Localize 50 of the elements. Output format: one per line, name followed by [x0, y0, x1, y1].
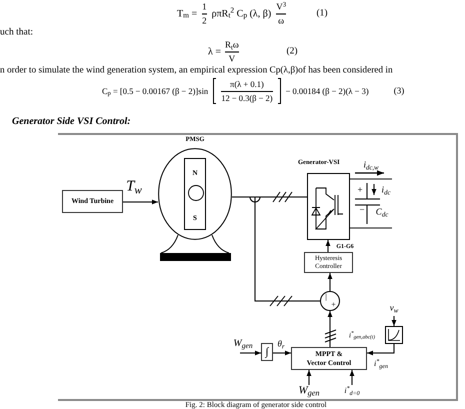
arrow	[240, 350, 262, 356]
edge-label: θ$_{r}$	[277, 340, 285, 348]
connector-line	[232, 196, 320, 302]
sign-label: +	[331, 300, 336, 308]
equation-term: V$^{3}$	[276, 2, 286, 12]
equation-term: V	[228, 54, 236, 64]
arrow	[366, 344, 394, 356]
current-label: i$_{dc}$	[382, 186, 390, 194]
equation-term: λ =	[208, 47, 221, 57]
equation-number: (2)	[286, 47, 298, 57]
equation-term: R$_{t}$ω	[225, 40, 239, 50]
arrow	[122, 200, 158, 204]
equation-term: − 0.00184 (β − 2)(λ − 3)	[286, 86, 369, 96]
arrow	[328, 272, 332, 292]
edge-label: T$_{w}$	[126, 180, 142, 194]
arrow	[392, 316, 396, 326]
integrator-block	[261, 343, 273, 361]
equation-term: 1	[202, 2, 207, 12]
edge-label: W$_{gen}$	[233, 339, 253, 349]
integral-sign: ∫	[265, 346, 268, 358]
equation-term: T$_{m}$ =	[177, 9, 198, 19]
edge-label: v$_{w}$	[390, 304, 398, 312]
controller-block	[304, 252, 353, 273]
current-label: i$_{dc,w}$	[363, 160, 379, 170]
equation-term: 2	[202, 16, 207, 26]
edge-label: W$_{gen}$	[298, 386, 320, 396]
equation-term: ω	[278, 16, 284, 26]
equation-term: C$_{p}$ = [0.5 − 0.00167 (β − 2)]sin	[102, 86, 208, 96]
equation-term: π(λ + 0.1)	[230, 80, 264, 88]
equation-number: (3)	[394, 86, 404, 96]
arrow	[328, 310, 332, 348]
arrow	[350, 370, 354, 386]
equation-number: (1)	[316, 9, 328, 19]
arrow	[306, 370, 312, 386]
polarity-sign: +	[357, 186, 363, 194]
curve-block	[385, 326, 403, 344]
equation-term: 12 − 0.3(β − 2)	[221, 94, 273, 102]
body-text: uch that:	[0, 28, 33, 38]
equation-term: ρπR$_{t}$$^{2}$ C$_{p}$ (λ, β)	[212, 9, 272, 19]
polarity-sign: −	[359, 206, 365, 214]
arrow	[272, 350, 292, 356]
control-block	[291, 347, 367, 370]
turbine-block	[62, 190, 123, 213]
section-heading: Generator Side VSI Control:	[12, 117, 131, 127]
sign-label: |	[325, 292, 327, 300]
body-text: n order to simulate the wind generation system, an empirical expression Cp(λ,β)of has been considered in	[0, 66, 393, 76]
arrow	[326, 240, 330, 252]
summing-junction	[320, 291, 340, 311]
capacitor-label: C$_{dc}$	[376, 208, 388, 216]
magnet-block	[184, 158, 206, 230]
